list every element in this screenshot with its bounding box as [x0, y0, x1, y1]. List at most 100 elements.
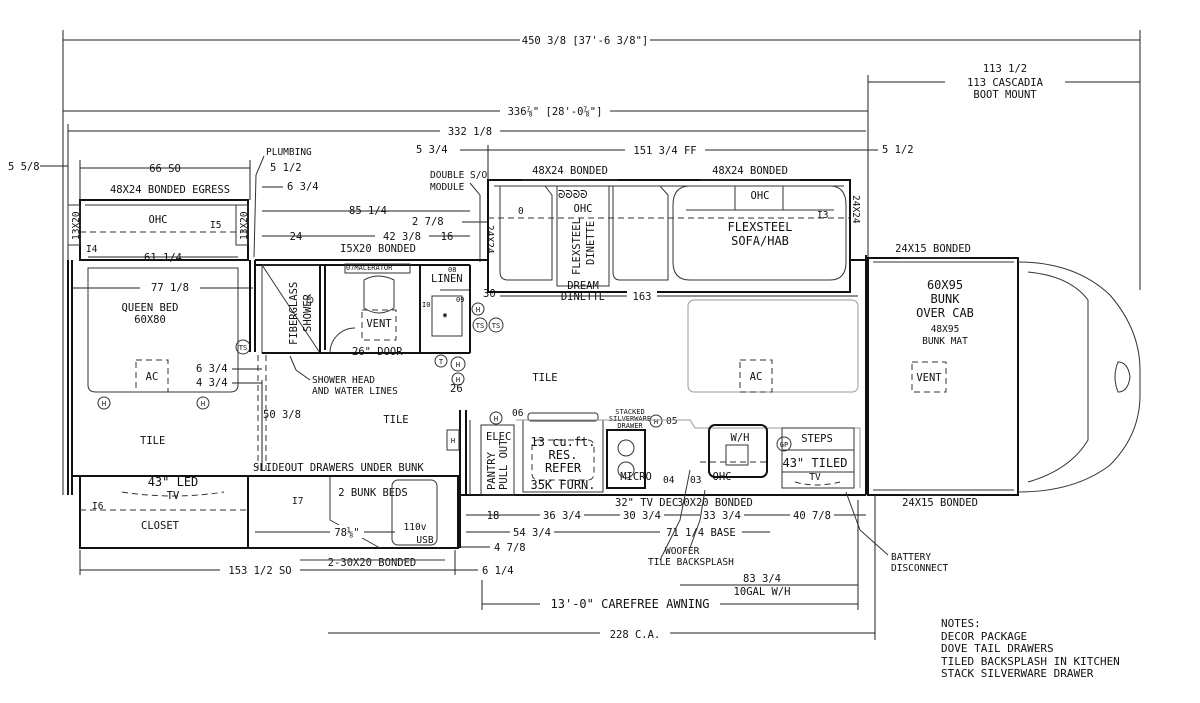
main-tile-label: TILE [532, 372, 557, 384]
slide-room: 48X24 BONDED 48X24 BONDED 24X24 24X24 0 … [484, 165, 861, 303]
shower-label-b: SHOWER [302, 293, 314, 332]
bath-door-label: 26" DOOR [352, 346, 403, 358]
steps-label: STEPS [801, 433, 833, 445]
wh-span-label: 83 3/4 [743, 573, 781, 585]
slide-ff-dimension: 151 3/4 FF [488, 143, 866, 157]
bunk-beds-label: 2 BUNK BEDS [338, 487, 408, 499]
linen-width-label: 16 [441, 231, 454, 243]
right-offset-label: 5 1/2 [882, 144, 914, 156]
cab-window-bottom-label: 24X15 BONDED [902, 497, 978, 509]
tv-label: TV [167, 490, 180, 502]
bath-width-label: 42 3/8 [383, 231, 421, 243]
flexsteel-dinette-label-a: FLEXSTEEL [571, 218, 583, 275]
bath-vent-label: VENT [366, 318, 392, 330]
dinette-span-label: 163 [633, 291, 652, 303]
flexsteel-dinette-label-b: DINETTE [585, 221, 597, 265]
wh-label: W/H [731, 432, 750, 444]
cab-window-top-label: 24X15 BONDED [895, 243, 971, 255]
bed-offset-label: 6 3/4 [287, 181, 319, 193]
side-window-right-label: 13X20 [239, 211, 250, 240]
ca-label: 228 C.A. [610, 629, 661, 641]
outlet-h2: H [201, 400, 205, 408]
bunk-label-b: BUNK [931, 292, 961, 306]
kitchen: H PANTRY PULL OUT ELEC H 06 13 cu.ft. RE… [446, 408, 866, 548]
outlet-h-a: H [476, 306, 480, 314]
bath-window-label: I5X20 BONDED [340, 243, 416, 255]
woofer-label: WOOFER [665, 546, 700, 557]
interior-length-label: 332 1/8 [448, 126, 492, 138]
closet-label: CLOSET [141, 520, 180, 532]
notes-block: NOTES: DECOR PACKAGE DOVE TAIL DRAWERS T… [941, 617, 1120, 681]
shower-label-a: FIBERGLASS [288, 282, 300, 345]
dream-label-b: DINETTE [561, 291, 605, 303]
i03-label: 03 [690, 475, 701, 486]
stacked-label-b: SILVERWARE [609, 415, 651, 423]
elec-label: ELEC [486, 431, 511, 443]
kitchen-30-label: 30 3/4 [623, 510, 661, 522]
sofa-window-label: 48X24 BONDED [712, 165, 788, 177]
ts-symbol-b: TS [492, 322, 500, 330]
shower-width-label: 24 [290, 231, 303, 243]
slide-ff-label: 151 3/4 FF [633, 145, 696, 157]
closet-bunks: SLIDEOUT DRAWERS UNDER BUNK 43" LED TV I… [72, 462, 460, 549]
box-length-dimension: 336⅞" [28'-0⅞"] [63, 104, 868, 118]
note-item: DOVE TAIL DRAWERS [941, 642, 1054, 655]
i7-label: I7 [292, 496, 303, 507]
pantry-label-a: PANTRY [486, 451, 498, 490]
wall-offset-label: 2 7/8 [412, 216, 444, 228]
macerator-label: 07MACERATOR [346, 264, 393, 272]
dinette-window-label: 48X24 BONDED [532, 165, 608, 177]
dinette-zero-label: 0 [518, 206, 524, 217]
bunk-label-c: OVER CAB [916, 306, 974, 320]
bed-clear-b-label: 4 3/4 [196, 377, 228, 389]
sofa-label-a: FLEXSTEEL [727, 220, 792, 234]
110v-label: 110v [404, 522, 427, 533]
sofa-ohc-label: OHC [751, 190, 770, 202]
note-item: STACK SILVERWARE DRAWER [941, 667, 1094, 680]
bed-so-label: 66 SO [149, 163, 181, 175]
bunk-dim-label: 78⅛" [334, 527, 359, 539]
i09-label: 09 [456, 296, 464, 304]
note-item: TILED BACKSPLASH IN KITCHEN [941, 654, 1120, 668]
i05-label: 05 [666, 416, 677, 427]
boot-mount-dimension: 113 1/2 113 CASCADIA BOOT MOUNT [867, 63, 1140, 260]
outlet-h-c: H [456, 376, 460, 384]
kitchen-window-label: 30X20 BONDED [677, 497, 753, 509]
refer-label-d: 35K FURN. [530, 478, 595, 492]
battery-label-b: DISCONNECT [891, 563, 948, 574]
plumbing-label: PLUMBING [266, 147, 312, 158]
kitchen-33-label: 33 3/4 [703, 510, 741, 522]
bunk-mat-label-a: 48X95 [931, 324, 960, 335]
pantry-label-b: PULL OUT [498, 439, 510, 490]
wh-capacity-label: 10GAL W/H [734, 586, 791, 598]
cab-vent-label: VENT [916, 372, 942, 384]
kitchen-6-label: 6 1/4 [482, 565, 514, 577]
kitchen-54-label: 54 3/4 [513, 527, 551, 539]
bed-room-label: 77 1/8 [151, 282, 189, 294]
tile-backsplash-label: TILE BACKSPLASH [648, 557, 734, 568]
egress-window-label: 48X24 BONDED EGRESS [110, 184, 230, 196]
kitchen-18-label: 18 [487, 510, 500, 522]
i04-label: 04 [663, 475, 675, 486]
dinette-ohc-label: OHC [574, 203, 593, 215]
pantry-clear-label: 26 [450, 383, 463, 395]
double-module-label-a: DOUBLE S/O [430, 170, 487, 181]
tv-43-label: 43" LED [148, 475, 199, 489]
i06-label: 06 [512, 408, 524, 419]
slideout-drawers-label: SLIDEOUT DRAWERS UNDER BUNK [253, 462, 424, 474]
bed-width-label: 61 1/4 [144, 252, 182, 264]
kitchen-36-label: 36 3/4 [543, 510, 581, 522]
i10-label: I0 [422, 301, 430, 309]
micro-label: MICRO [620, 471, 652, 483]
bed-clear-a-label: 6 3/4 [196, 363, 228, 375]
kitchen-ohc-label: OHC [713, 471, 732, 483]
overall-length-label: 450 3/8 [37'-6 3/8"] [522, 35, 648, 47]
double-module-label-b: MODULE [430, 182, 465, 193]
gp-symbol: GP [780, 441, 788, 449]
kitchen-4-label: 4 7/8 [494, 542, 526, 554]
bunk-mat-label-b: BUNK MAT [922, 336, 968, 347]
i5-label: I5 [210, 220, 221, 231]
kitchen-tv-43-label: 43" TILED [782, 456, 847, 470]
elec-h-symbol: H [494, 415, 498, 423]
